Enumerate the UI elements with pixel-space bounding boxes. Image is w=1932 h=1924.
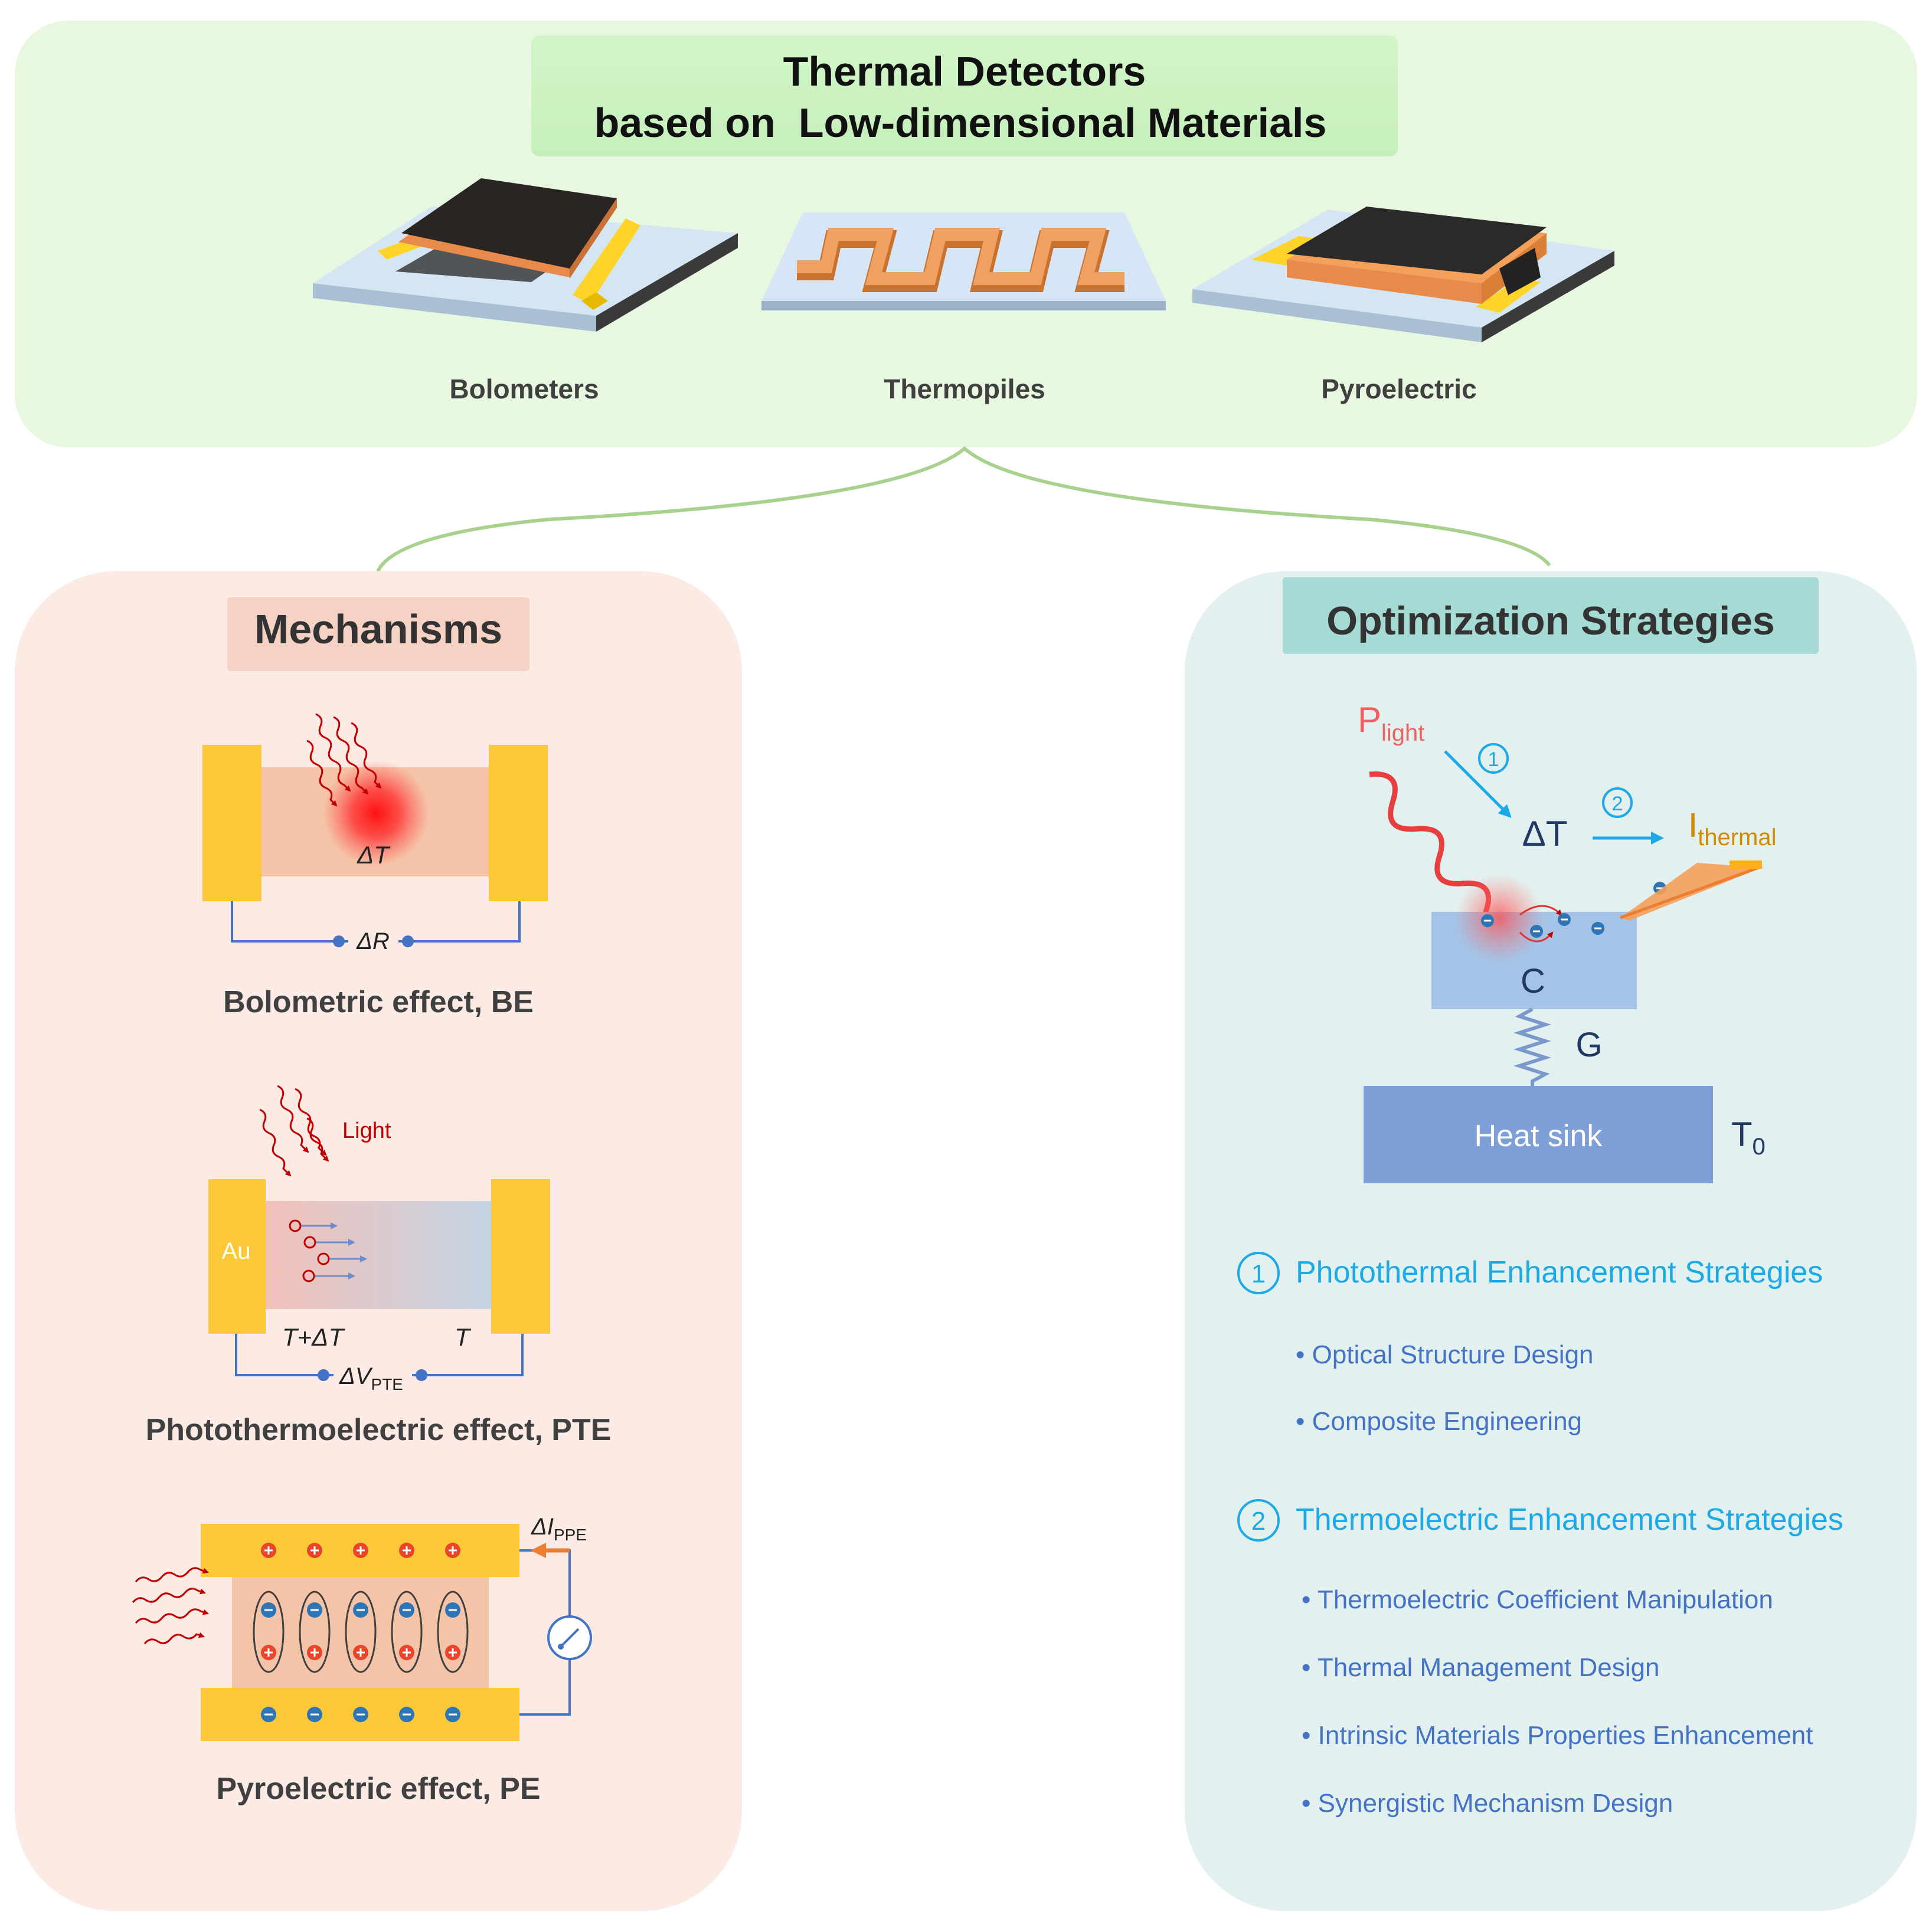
pte-t-cold: T [455, 1323, 472, 1351]
heat-sink-block [1364, 1086, 1713, 1183]
bolometer-device-illustration [313, 178, 738, 332]
panel-connector [376, 446, 1551, 572]
group-2-item-4: • Synergistic Mechanism Design [1302, 1789, 1673, 1818]
au-label: Au [222, 1238, 251, 1264]
pte-delta-v: ΔVPTE [339, 1363, 403, 1393]
light-wave-icon [132, 1567, 209, 1645]
light-wave-icon [259, 1085, 329, 1177]
group-2-number: 2 [1251, 1507, 1266, 1536]
dipole-icon [391, 1591, 423, 1673]
pyroelectric-effect-diagram: ΔIPPE [132, 1514, 592, 1741]
strategy-group-2: 2 Thermoelectric Enhancement Strategies … [1237, 1499, 1843, 1818]
i-thermal-label: Ithermal [1688, 806, 1777, 850]
group-2-title: Thermoelectric Enhancement Strategies [1296, 1503, 1843, 1537]
c-label: C [1521, 962, 1545, 1000]
positive-charge-icon [261, 1543, 276, 1558]
mechanisms-title-box [227, 597, 529, 671]
photothermoelectric-effect-diagram: Au Light T+ΔT T [208, 1085, 550, 1393]
bolometric-effect-diagram: ΔT ΔR [202, 713, 548, 956]
strategy-group-1: 1 Photothermal Enhancement Strategies • … [1237, 1252, 1823, 1436]
pe-delta-i: ΔIPPE [531, 1514, 587, 1544]
dipole-icon [345, 1591, 377, 1673]
g-label: G [1575, 1026, 1602, 1064]
electron-icon [1481, 914, 1494, 927]
dipole-icon [299, 1591, 331, 1673]
t0-label: T0 [1731, 1115, 1766, 1160]
thermopile-device-illustration [761, 212, 1166, 310]
negative-charge-icon [445, 1707, 460, 1722]
step-2-marker: 2 [1612, 793, 1623, 815]
optimization-title-box [1283, 577, 1819, 654]
device-label-pyroelectric: Pyroelectric [1321, 374, 1476, 404]
main-title-line1: Thermal Detectors [783, 48, 1146, 94]
be-delta-r: ΔR [356, 928, 390, 954]
group-2-item-1: • Thermoelectric Coefficient Manipulatio… [1302, 1585, 1773, 1614]
mechanisms-title: Mechanisms [254, 606, 502, 652]
be-caption: Bolometric effect, BE [223, 985, 534, 1019]
hotspot [1455, 873, 1544, 962]
title-box [531, 35, 1398, 156]
heat-sink-label: Heat sink [1475, 1119, 1603, 1153]
p-light-label: Plight [1358, 700, 1424, 746]
light-label: Light [342, 1118, 391, 1143]
dipole-icon [253, 1591, 285, 1673]
pte-t-hot: T+ΔT [282, 1323, 345, 1351]
positive-charge-icon [307, 1543, 322, 1558]
group-1-item-2: • Composite Engineering [1296, 1407, 1582, 1436]
top-panel: Thermal Detectors based on Low-dimension… [15, 21, 1917, 447]
step-1-marker: 1 [1488, 748, 1499, 771]
light-wave-icon [306, 713, 382, 807]
group-1-item-1: • Optical Structure Design [1296, 1340, 1594, 1369]
negative-charge-icon [261, 1707, 276, 1722]
device-label-bolometers: Bolometers [449, 374, 599, 404]
electron-icon [1530, 925, 1543, 938]
group-2-item-2: • Thermal Management Design [1302, 1653, 1659, 1682]
be-delta-t: ΔT [357, 841, 391, 869]
dipole-icon [437, 1591, 469, 1673]
thermal-detector-schematic: Plight 1 ΔT 2 Ithermal C G Heat sink T0 [1358, 700, 1777, 1183]
pyroelectric-device-illustration [1192, 207, 1614, 342]
negative-charge-icon [399, 1707, 414, 1722]
pe-caption: Pyroelectric effect, PE [216, 1772, 540, 1806]
ammeter-icon [547, 1615, 592, 1660]
electron-icon [1558, 913, 1571, 926]
optimization-panel: Optimization Strategies Plight 1 ΔT 2 It… [1185, 571, 1917, 1911]
device-label-thermopiles: Thermopiles [884, 374, 1045, 404]
thermal-link-spring [1513, 1007, 1551, 1093]
negative-charge-icon [307, 1707, 322, 1722]
group-1-number: 1 [1251, 1259, 1266, 1288]
positive-charge-icon [445, 1543, 460, 1558]
positive-charge-icon [353, 1543, 368, 1558]
group-2-item-3: • Intrinsic Materials Properties Enhance… [1302, 1721, 1813, 1750]
mechanisms-panel: Mechanisms ΔT ΔR Bolometric effect, BE [15, 571, 742, 1911]
group-1-title: Photothermal Enhancement Strategies [1296, 1255, 1823, 1290]
pte-caption: Photothermoelectric effect, PTE [146, 1413, 612, 1447]
carrier-drift-arrows [289, 1219, 367, 1282]
negative-charge-icon [353, 1707, 368, 1722]
main-title-line2: based on Low-dimensional Materials [594, 100, 1327, 146]
delta-t-label: ΔT [1522, 814, 1568, 853]
optimization-title: Optimization Strategies [1326, 598, 1774, 643]
positive-charge-icon [399, 1543, 414, 1558]
electron-icon [1591, 922, 1604, 935]
